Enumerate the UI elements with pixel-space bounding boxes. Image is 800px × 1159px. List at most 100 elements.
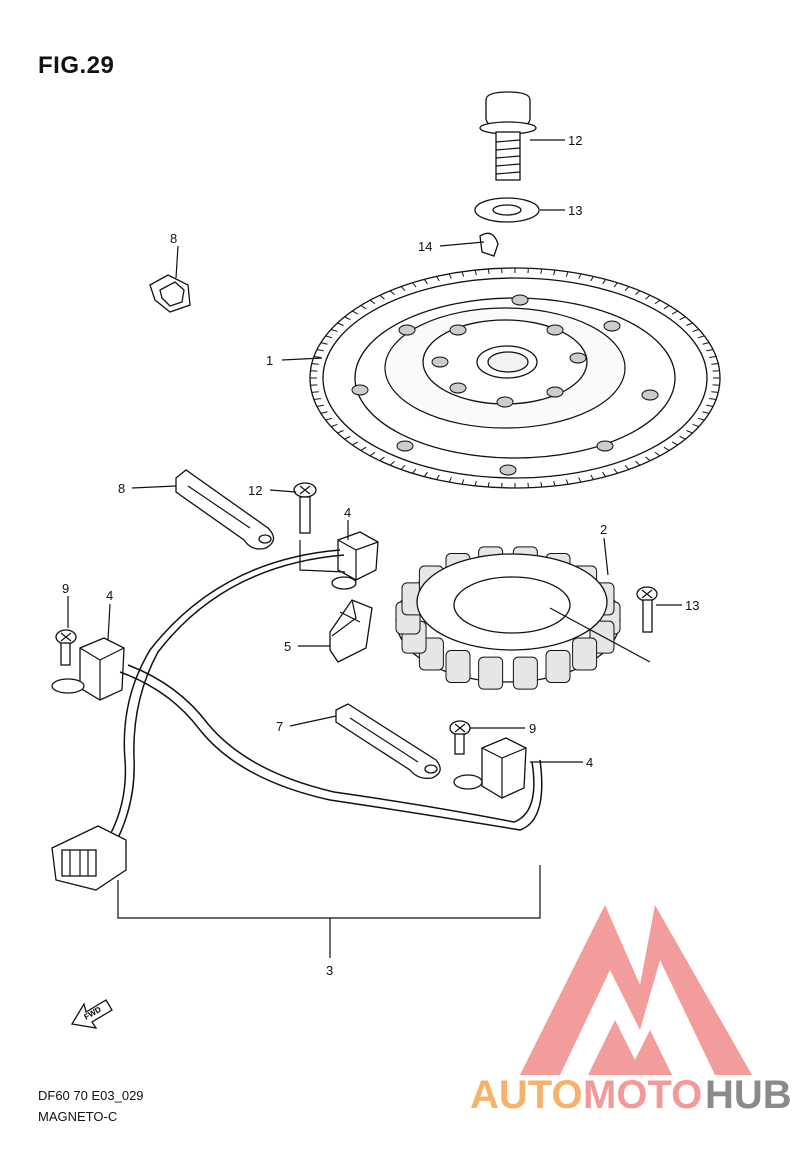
flywheel-tooth xyxy=(389,460,395,466)
flywheel-teeth xyxy=(310,268,720,488)
flywheel-tooth xyxy=(686,322,693,326)
callout-6: 8 xyxy=(170,231,177,246)
callout-3: 3 xyxy=(326,963,333,978)
flywheel-tooth xyxy=(702,342,710,345)
watermark-hub: HUB xyxy=(705,1073,792,1117)
stator-coil xyxy=(512,656,538,690)
flywheel-hole xyxy=(546,324,564,336)
fwd-arrow-icon: FWD xyxy=(70,999,113,1029)
flywheel-tooth xyxy=(697,417,705,421)
flywheel-tooth xyxy=(679,435,686,440)
flywheel-tooth xyxy=(360,446,367,451)
flywheel-tooth xyxy=(311,363,319,365)
flywheel-tooth xyxy=(316,404,324,407)
bolt-part xyxy=(479,91,537,181)
harness-connector xyxy=(51,825,127,891)
flywheel-tooth xyxy=(578,273,582,279)
flywheel-tooth xyxy=(692,423,700,428)
flywheel-tooth xyxy=(325,335,333,339)
flywheel-tooth xyxy=(711,363,719,365)
flywheel-tooth xyxy=(337,322,344,326)
flywheel-tooth xyxy=(330,328,338,333)
flywheel-tooth xyxy=(540,482,543,488)
callout-11: 13 xyxy=(685,598,699,613)
key-part xyxy=(479,232,499,257)
flywheel-tooth xyxy=(697,335,705,339)
stator-coil xyxy=(445,649,471,683)
flywheel-hole xyxy=(396,440,414,452)
flywheel-tooth xyxy=(330,423,338,428)
flywheel-hole xyxy=(449,324,467,336)
flywheel-tooth xyxy=(423,279,428,285)
screw-part-10 xyxy=(293,482,317,534)
flywheel-hole xyxy=(449,382,467,394)
stator-coil xyxy=(545,649,571,683)
strap-part-7 xyxy=(335,703,441,779)
screw-part-9-right xyxy=(449,720,471,755)
callout-8: 8 xyxy=(118,481,125,496)
callout-9-right: 9 xyxy=(529,721,536,736)
flywheel-tooth xyxy=(337,430,344,434)
flywheel-tooth xyxy=(663,305,670,310)
flywheel-tooth xyxy=(553,269,556,276)
flywheel-hole xyxy=(496,396,514,408)
flywheel-hole xyxy=(398,324,416,336)
washer-part xyxy=(474,197,540,223)
flywheel-tooth xyxy=(671,441,678,446)
flywheel-hole xyxy=(641,389,659,401)
flywheel-tooth xyxy=(602,471,607,477)
callout-labels: 12 13 14 8 1 2 12 8 4 9 4 5 13 7 9 4 3 xyxy=(62,133,699,978)
callout-10: 12 xyxy=(248,483,262,498)
flywheel-tooth xyxy=(686,430,693,434)
flywheel-tooth xyxy=(461,271,465,277)
flywheel-hole xyxy=(499,464,517,476)
figure-code: DF60 70 E03_029 xyxy=(38,1088,144,1103)
flywheel-tooth xyxy=(706,404,714,407)
flywheel-tooth xyxy=(645,294,651,300)
flywheel-tooth xyxy=(436,276,440,282)
flywheel-hole xyxy=(596,440,614,452)
flywheel-tooth xyxy=(379,294,385,300)
flywheel-tooth xyxy=(474,480,477,487)
flywheel-tooth xyxy=(654,451,661,457)
flywheel-tooth xyxy=(352,310,359,315)
flywheel-tooth xyxy=(369,451,376,457)
flywheel-hole xyxy=(431,356,449,368)
flywheel-part xyxy=(309,267,721,489)
flywheel-hole xyxy=(511,294,529,306)
flywheel-holes xyxy=(351,294,659,476)
watermark-moto: MOTO xyxy=(583,1073,702,1117)
figure-title: FIG.29 xyxy=(38,52,115,79)
flywheel-tooth xyxy=(645,456,651,462)
watermark-auto: AUTO xyxy=(470,1073,583,1117)
pickup-coil-top xyxy=(331,531,379,590)
flywheel-tooth xyxy=(320,342,328,345)
callout-9-left: 9 xyxy=(62,581,69,596)
flywheel-tooth xyxy=(313,397,321,400)
flywheel-tooth xyxy=(671,310,678,315)
flywheel-tooth xyxy=(590,276,594,282)
flywheel-tooth xyxy=(352,441,359,446)
flywheel-tooth xyxy=(311,391,319,393)
callout-4-right: 4 xyxy=(586,755,593,770)
watermark-text: AUTO MOTO HUB xyxy=(470,1073,792,1117)
callout-7: 7 xyxy=(276,719,283,734)
flywheel-tooth xyxy=(344,435,351,440)
flywheel-tooth xyxy=(400,464,406,470)
flywheel-hole xyxy=(351,384,369,396)
callout-14: 14 xyxy=(418,239,432,254)
callout-13: 13 xyxy=(568,203,582,218)
flywheel-tooth xyxy=(320,411,328,414)
flywheel-tooth xyxy=(654,299,661,305)
flywheel-tooth xyxy=(663,446,670,451)
flywheel-hole xyxy=(603,320,621,332)
leader-lines xyxy=(67,139,682,958)
flywheel-tooth xyxy=(711,391,719,393)
flywheel-tooth xyxy=(360,305,367,310)
flywheel-tooth xyxy=(679,316,686,321)
flywheel-tooth xyxy=(590,474,594,480)
flywheel-hole xyxy=(569,352,587,364)
flywheel-tooth xyxy=(565,271,569,277)
figure-name: MAGNETO-C xyxy=(38,1109,118,1124)
flywheel-tooth xyxy=(423,471,428,477)
